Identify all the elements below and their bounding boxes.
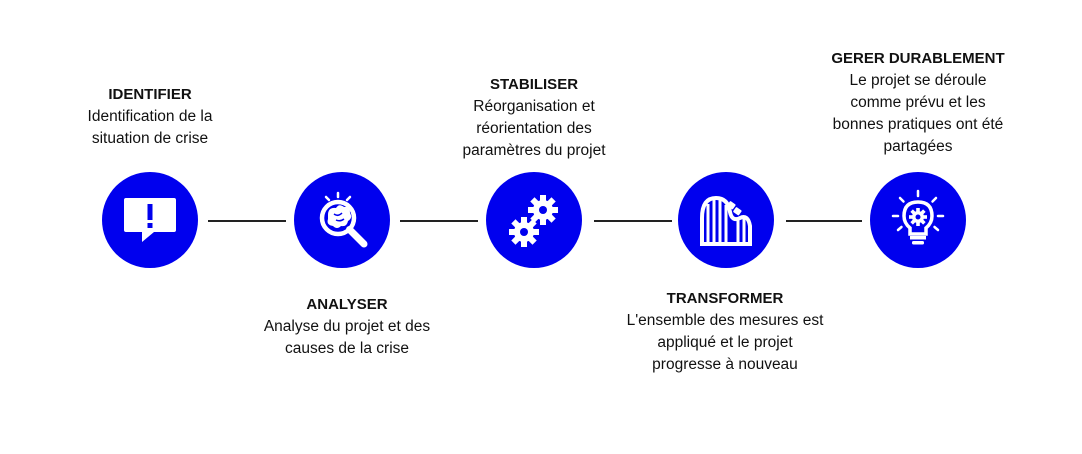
connector-2-3	[400, 220, 478, 222]
step-5-circle	[870, 172, 966, 268]
connector-1-2	[208, 220, 286, 222]
step-4-label: TRANSFORMER L'ensemble des mesures est a…	[622, 288, 828, 376]
step-3-label: STABILISER Réorganisation et réorientati…	[439, 74, 629, 162]
magnifier-brain-icon	[319, 191, 368, 248]
step-4-title: TRANSFORMER	[666, 290, 784, 307]
step-2-desc: Analyse du projet et des causes de la cr…	[263, 318, 431, 357]
step-4-desc: L'ensemble des mesures est appliqué et l…	[626, 312, 824, 373]
step-1-circle	[102, 172, 198, 268]
step-3-circle	[486, 172, 582, 268]
step-1-title: IDENTIFIER	[108, 86, 192, 103]
step-2-label: ANALYSER Analyse du projet et des causes…	[247, 294, 447, 360]
step-5-title: GERER DURABLEMENT	[831, 50, 1005, 67]
step-5-desc: Le projet se déroule comme prévu et les …	[832, 72, 1004, 155]
alert-speech-bubble-icon	[124, 198, 176, 242]
connector-4-5	[786, 220, 862, 222]
step-1-label: IDENTIFIER Identification de la situatio…	[60, 84, 240, 150]
lightbulb-gear-icon	[891, 189, 945, 245]
step-2-circle	[294, 172, 390, 268]
step-5-label: GERER DURABLEMENT Le projet se déroule c…	[820, 48, 1016, 158]
roller-coaster-icon	[700, 195, 752, 246]
step-2-title: ANALYSER	[306, 296, 388, 313]
step-3-title: STABILISER	[489, 76, 579, 93]
step-1-desc: Identification de la situation de crise	[87, 108, 213, 147]
step-3-desc: Réorganisation et réorientation des para…	[462, 98, 606, 159]
connector-3-4	[594, 220, 672, 222]
gears-icon	[509, 195, 558, 247]
step-4-circle	[678, 172, 774, 268]
